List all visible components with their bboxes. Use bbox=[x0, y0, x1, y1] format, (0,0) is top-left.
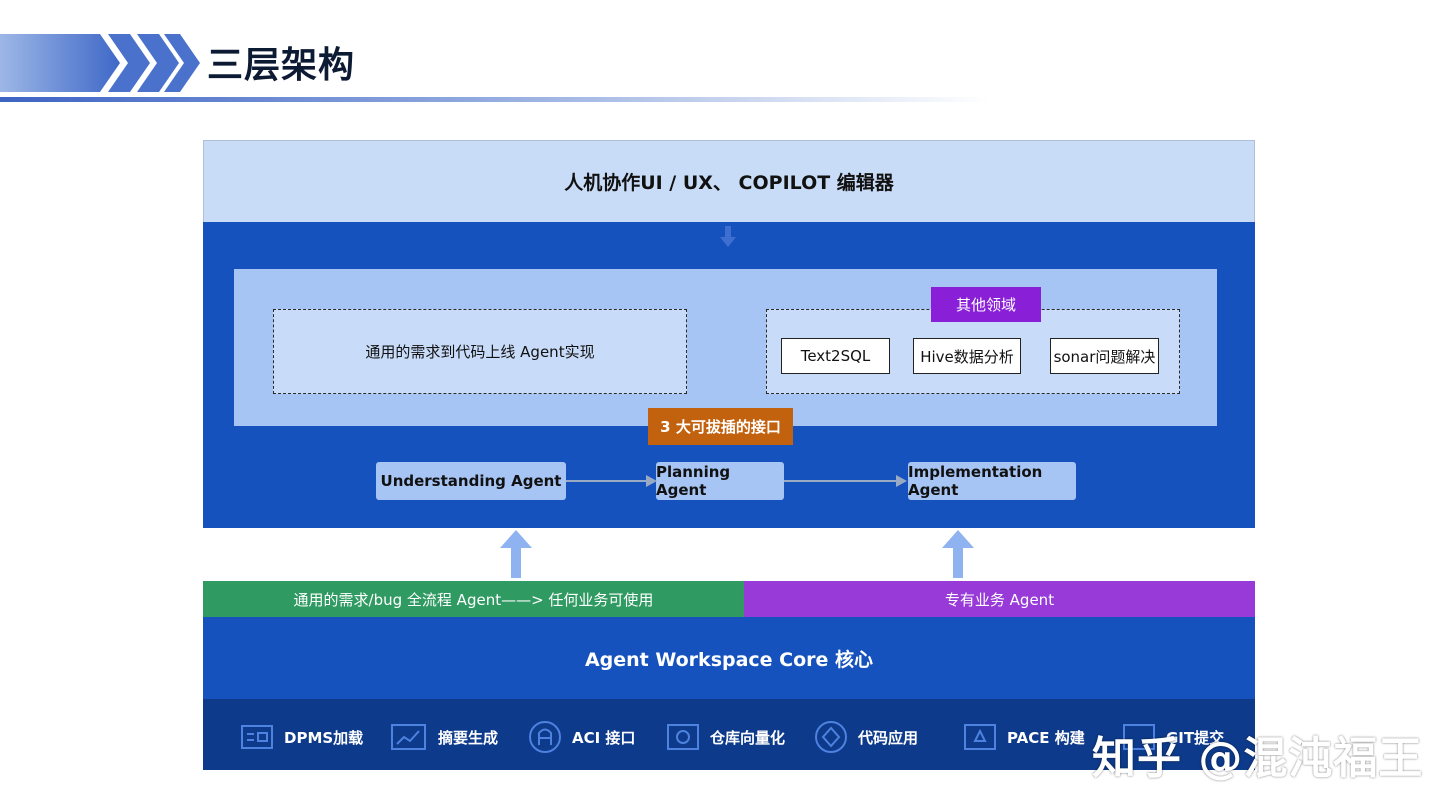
tool-label: GIT提交 bbox=[1166, 728, 1225, 747]
tool-label: DPMS加载 bbox=[284, 728, 364, 747]
general-flow-label: 通用的需求/bug 全流程 Agent——> 任何业务可使用 bbox=[293, 590, 654, 609]
tool-label: 代码应用 bbox=[858, 728, 919, 747]
workspace-core-bar: Agent Workspace Core 核心 bbox=[203, 617, 1255, 699]
repo-vector-icon bbox=[667, 724, 699, 750]
dedicated-agent-bar: 专有业务 Agent bbox=[744, 581, 1255, 617]
flow-arrow-icon bbox=[566, 475, 657, 487]
domain-item-text2sql: Text2SQL bbox=[781, 338, 890, 374]
implementation-agent: Implementation Agent bbox=[908, 462, 1076, 500]
title-underline bbox=[0, 97, 990, 102]
up-arrow-icon bbox=[942, 530, 974, 578]
title-banner-chevrons bbox=[0, 34, 200, 92]
tool-code-apply: 代码应用 bbox=[814, 718, 918, 756]
down-arrow-icon bbox=[720, 226, 736, 247]
pluggable-interfaces-tag: 3 大可拔插的接口 bbox=[648, 408, 793, 445]
summary-chart-icon bbox=[391, 724, 426, 750]
ui-ux-copilot-layer: 人机协作UI / UX、 COPILOT 编辑器 bbox=[203, 140, 1255, 223]
tool-summary: 摘要生成 bbox=[390, 718, 498, 756]
understanding-agent: Understanding Agent bbox=[376, 462, 566, 500]
tool-repo-vector: 仓库向量化 bbox=[666, 718, 785, 756]
general-flow-bar: 通用的需求/bug 全流程 Agent——> 任何业务可使用 bbox=[203, 581, 744, 617]
pace-build-icon bbox=[964, 724, 996, 750]
git-commit-icon bbox=[1123, 724, 1155, 750]
workspace-core-label: Agent Workspace Core 核心 bbox=[584, 648, 874, 671]
domain-item-sonar: sonar问题解决 bbox=[1050, 338, 1159, 374]
tool-label: ACI 接口 bbox=[572, 728, 636, 747]
other-domains-tag: 其他领域 bbox=[931, 287, 1041, 322]
page-title: 三层架构 bbox=[207, 45, 356, 86]
tool-git-commit: GIT提交 bbox=[1122, 718, 1224, 756]
general-agent-box: 通用的需求到代码上线 Agent实现 bbox=[273, 309, 687, 394]
watermark: 知乎 @混沌福王 bbox=[1092, 733, 1424, 784]
dpms-icon bbox=[241, 725, 273, 749]
planning-agent: Planning Agent bbox=[656, 462, 784, 500]
dedicated-agent-label: 专有业务 Agent bbox=[944, 590, 1055, 609]
flow-arrow-icon bbox=[784, 475, 907, 487]
aci-icon bbox=[529, 721, 561, 753]
tool-pace-build: PACE 构建 bbox=[963, 718, 1085, 756]
ui-ux-copilot-label: 人机协作UI / UX、 COPILOT 编辑器 bbox=[564, 172, 894, 194]
tool-dpms: DPMS加载 bbox=[240, 718, 363, 756]
tool-label: 仓库向量化 bbox=[710, 728, 786, 747]
domain-item-hive: Hive数据分析 bbox=[913, 338, 1021, 374]
general-agent-label: 通用的需求到代码上线 Agent实现 bbox=[365, 343, 595, 361]
tool-label: PACE 构建 bbox=[1007, 728, 1085, 747]
tool-aci: ACI 接口 bbox=[528, 718, 635, 756]
tool-label: 摘要生成 bbox=[438, 728, 499, 747]
core-tools-bar bbox=[203, 699, 1255, 770]
up-arrow-icon bbox=[500, 530, 532, 578]
code-app-icon bbox=[815, 721, 847, 753]
